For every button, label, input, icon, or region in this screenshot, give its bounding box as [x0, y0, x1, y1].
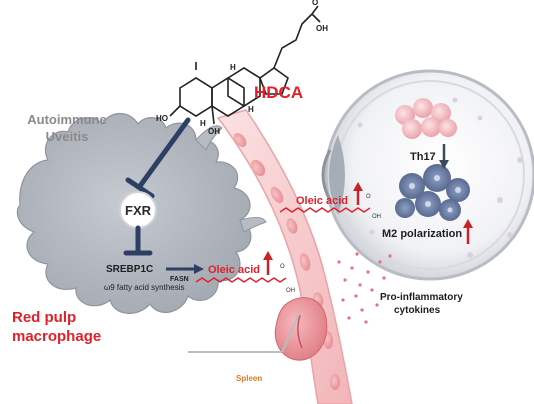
- oleic-acid-cell-up-arrow: [263, 251, 273, 275]
- macrophage-pseudopods: [195, 125, 267, 233]
- hdca-atom-labels: HO OH OH O H H H: [156, 0, 328, 136]
- fxr-label: FXR: [125, 203, 152, 218]
- hdca-label: HDCA: [254, 83, 303, 102]
- fasn-label: FASN: [170, 276, 189, 283]
- oleic-acid-vessel-oh: OH: [372, 214, 381, 220]
- fxr-inhibit-arrow: [123, 225, 153, 256]
- spleen-connector: [188, 311, 301, 353]
- oleic-acid-vessel-label: Oleic acid: [296, 195, 348, 207]
- oleic-acid-vessel-up-arrow: [353, 182, 363, 205]
- fxr-node: FXR: [119, 191, 157, 229]
- spleen-illustration: [274, 297, 328, 361]
- oleic-acid-vessel-o: O: [366, 194, 371, 200]
- spleen-label: Spleen: [236, 374, 262, 383]
- m2-macrophages: [395, 164, 470, 221]
- oleic-acid-cell-oh: OH: [286, 288, 295, 294]
- oleic-acid-cell-label: Oleic acid: [208, 264, 260, 276]
- atom-h3: H: [200, 119, 206, 128]
- cell-name-line2: macrophage: [12, 328, 101, 345]
- m2-label: M2 polarization: [382, 228, 462, 240]
- atom-ho: HO: [156, 114, 168, 123]
- hdca-inhibit-arrow: [125, 117, 191, 199]
- oleic-acid-cell-chain: [195, 277, 287, 283]
- th17-down-arrow: [439, 144, 449, 169]
- th17-cells: [395, 98, 457, 139]
- cell-name-line1: Red pulp: [12, 309, 76, 326]
- atom-h1: H: [230, 63, 236, 72]
- atom-o-acid: O: [312, 0, 318, 7]
- cytokines-line1: Pro-inflammatory: [380, 292, 463, 303]
- atom-oh-acid: OH: [316, 24, 328, 33]
- oleic-acid-vessel-chain: [279, 207, 371, 213]
- omega9-label: ω9 fatty acid synthesis: [104, 283, 185, 292]
- srebp1c-label: SREBP1C: [106, 264, 153, 275]
- cytokine-dots: [337, 252, 392, 324]
- oleic-acid-cell-o: O: [280, 264, 285, 270]
- cytokines-line2: cytokines: [394, 305, 441, 316]
- th17-label: Th17: [410, 151, 436, 163]
- hdca-structure: [169, 5, 321, 125]
- atom-h2: H: [248, 105, 254, 114]
- fasn-arrow: [166, 264, 204, 274]
- disease-line1: Autoimmune: [27, 112, 106, 127]
- disease-line2: Uveitis: [46, 129, 89, 144]
- m2-up-arrow: [463, 219, 473, 244]
- atom-oh-ring: OH: [208, 127, 220, 136]
